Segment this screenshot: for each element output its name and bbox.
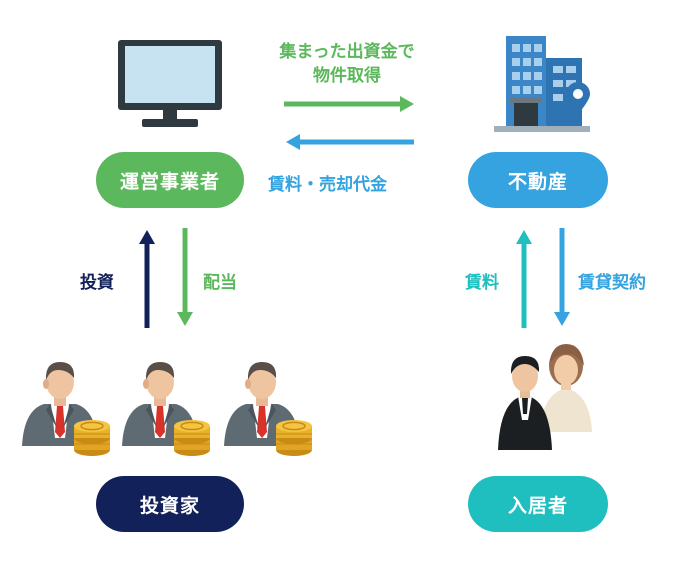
resident-node: 入居者 bbox=[468, 476, 608, 532]
investment-arrow bbox=[139, 230, 155, 328]
investment-flow-label: 投資 bbox=[80, 273, 114, 293]
operator-node: 運営事業者 bbox=[96, 152, 244, 208]
dividend-arrow bbox=[177, 228, 193, 326]
capital-flow-label: 集まった出資金で 物件取得 bbox=[252, 40, 442, 88]
rent-arrow bbox=[516, 230, 532, 328]
income-flow-label: 賃料・売却代金 bbox=[268, 175, 387, 195]
location-pin-icon bbox=[566, 82, 590, 114]
lease-flow-label: 賃貸契約 bbox=[578, 273, 646, 293]
monitor-icon bbox=[118, 40, 222, 127]
rent-flow-label: 賃料 bbox=[465, 273, 499, 293]
capital-flow-line2: 物件取得 bbox=[313, 66, 381, 86]
coin-stack-icon bbox=[73, 419, 313, 457]
real-estate-node: 不動産 bbox=[468, 152, 608, 208]
lease-arrow bbox=[554, 228, 570, 326]
capital-flow-line1: 集まった出資金で bbox=[279, 42, 415, 62]
dividend-flow-label: 配当 bbox=[203, 273, 237, 293]
residents-icon bbox=[498, 344, 592, 450]
investor-icon bbox=[22, 362, 300, 446]
capital-arrow bbox=[284, 96, 414, 112]
income-arrow bbox=[286, 134, 414, 150]
investor-node: 投資家 bbox=[96, 476, 244, 532]
